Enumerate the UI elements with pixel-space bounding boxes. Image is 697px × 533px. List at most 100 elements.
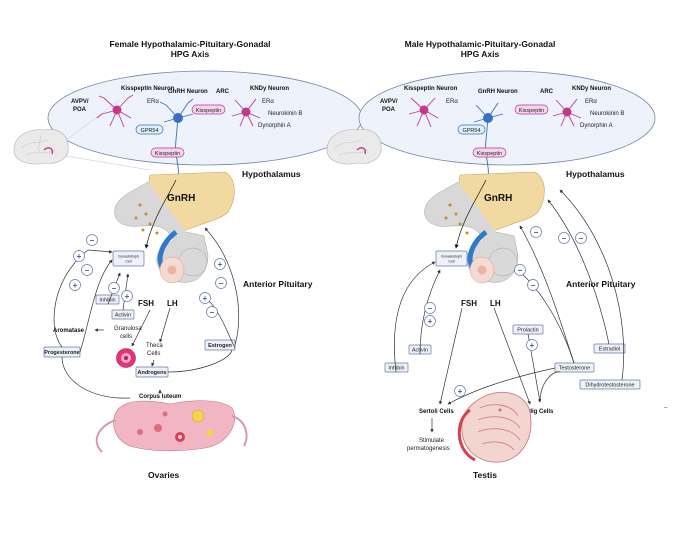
gnrh-neuron-icon: [159, 98, 194, 181]
female-theca-label-2: Cells: [147, 351, 160, 357]
male-prolactin-label: Prolactin: [517, 328, 538, 334]
granulosa-cell-icon: [116, 348, 136, 368]
male-testis-label: Testis: [473, 470, 497, 480]
female-corpus-luteum-label: Corpus luteum: [139, 394, 181, 400]
female-aromatase-label: Aromatase: [53, 328, 85, 334]
female-theca-label-1: Theca: [146, 343, 163, 349]
male-kndy-neuron-label: KNDy Neuron: [572, 86, 611, 92]
male-kisspeptin-pill: [514, 104, 549, 115]
male-neurokinin-label: Neurokinin B: [590, 111, 624, 117]
svg-text:+: +: [77, 252, 82, 261]
male-estradiol-label: Estradiol: [599, 347, 620, 353]
female-fsh-label: FSH: [138, 299, 154, 308]
female-gnrh-neuron-label: GnRH Neuron: [168, 89, 208, 95]
gnrh-neuron-icon: [473, 102, 504, 181]
male-title-line2: HPG Axis: [461, 49, 500, 59]
female-kndy-eralpha-label: ERα: [262, 99, 274, 105]
edge-dash-mark: –: [664, 405, 668, 411]
female-title-line1: Female Hypothalamic-Pituitary-Gonadal: [109, 39, 270, 49]
female-neurokinin-label: Neurokinin B: [268, 111, 302, 117]
male-gonadotroph-label-2: Cell: [448, 260, 454, 264]
male-gonadotroph-label-1: Gonadotroph: [441, 255, 462, 259]
male-gpr54-label: GPR54: [462, 128, 480, 134]
male-hypothalamus-pituitary: [424, 171, 545, 284]
male-stimulate-label-1: Stimulate: [419, 438, 445, 444]
svg-text:−: −: [534, 228, 539, 237]
svg-text:−: −: [531, 281, 536, 290]
female-gonadotroph-label-1: Gonadotroph: [118, 255, 139, 259]
male-avpv-label-2: POA: [382, 107, 396, 113]
female-title-line2: HPG Axis: [171, 49, 210, 59]
male-hypothalamus-label: Hypothalamus: [566, 169, 625, 179]
svg-text:+: +: [458, 387, 463, 396]
male-testosterone-label: Testosterone: [559, 366, 591, 372]
female-progesterone-label: Progesterone: [44, 350, 79, 356]
female-androgens-label: Androgens: [137, 370, 166, 376]
svg-text:+: +: [73, 281, 78, 290]
svg-text:−: −: [579, 234, 584, 243]
female-estrogen-label: Estrogen: [208, 343, 232, 349]
male-testosterone-box: [554, 362, 595, 373]
female-avpv-label-2: POA: [73, 107, 87, 113]
male-kisspeptin-release-label: Kisspeptin: [477, 151, 502, 157]
male-anterior-pituitary-label: Anterior Pituitary: [566, 279, 636, 289]
kndy-neuron-icon: [552, 98, 582, 127]
male-kndy-eralpha-label: ERα: [585, 99, 597, 105]
female-avpv-label-1: AVPV/: [71, 99, 89, 105]
male-estradiol-box: [593, 343, 626, 354]
ovary-icon: [95, 400, 248, 453]
female-inhibin-box: [95, 294, 120, 305]
female-eralpha-label: ERα: [147, 99, 159, 105]
female-kisspeptin-release-label: Kisspeptin: [155, 151, 180, 157]
svg-text:+: +: [428, 317, 433, 326]
female-panel: Female Hypothalamic-Pituitary-Gonadal HP…: [13, 39, 363, 480]
male-gonadotroph-box: [435, 250, 468, 267]
female-gonadotroph-label-2: Cell: [125, 260, 131, 264]
female-hypothalamus-pituitary: [114, 171, 235, 284]
male-lh-label: LH: [490, 299, 501, 308]
brain-icon: [13, 129, 69, 165]
male-inhibin-label: Inhibin: [388, 366, 404, 372]
brain-icon: [326, 129, 382, 165]
svg-text:+: +: [218, 260, 223, 269]
male-kisspeptin-neuron-label: Kisspeptin Neuron: [404, 86, 458, 92]
female-hypothalamus-label: Hypothalamus: [242, 169, 301, 179]
svg-text:−: −: [518, 266, 523, 275]
male-title-line1: Male Hypothalamic-Pituitary-Gonadal: [405, 39, 556, 49]
svg-text:−: −: [428, 304, 433, 313]
svg-text:−: −: [562, 234, 567, 243]
male-stimulate-label-2: permatogenesis: [407, 446, 450, 452]
male-arc-label: ARC: [540, 89, 554, 95]
female-granulosa-label-1: Granulosa: [114, 326, 142, 332]
kndy-neuron-icon: [231, 98, 261, 127]
female-dynorphin-label: Dynorphin A: [258, 123, 291, 129]
svg-text:−: −: [90, 236, 95, 245]
female-gonadotroph-box: [112, 250, 145, 267]
male-panel: Male Hypothalamic-Pituitary-Gonadal HPG …: [326, 39, 656, 480]
kisspeptin-neuron-icon: [408, 97, 439, 128]
male-kisspeptin-pill-label: Kisspeptin: [519, 108, 544, 114]
male-gpr54-pill: [457, 124, 486, 135]
female-feedback-signs: − + − + − + + − + −: [69, 234, 227, 318]
female-lh-label: LH: [167, 299, 178, 308]
female-gnrh-label: GnRH: [167, 193, 195, 204]
testis-icon: [457, 391, 532, 463]
female-activin-label: Activin: [115, 313, 131, 319]
female-kisspeptin-neuron-label: Kisspeptin Neuron: [121, 86, 175, 92]
svg-text:−: −: [112, 284, 117, 293]
male-eralpha-label: ERα: [446, 99, 458, 105]
male-gnrh-label: GnRH: [484, 193, 512, 204]
male-gnrh-neuron-label: GnRH Neuron: [478, 89, 518, 95]
kisspeptin-neuron-icon: [96, 94, 134, 128]
svg-text:−: −: [85, 266, 90, 275]
female-kisspeptin-release-pill: [150, 147, 185, 158]
female-kndy-neuron-label: KNDy Neuron: [250, 86, 289, 92]
svg-text:+: +: [125, 292, 130, 301]
svg-text:+: +: [203, 294, 208, 303]
female-granulosa-label-2: cells: [120, 334, 132, 340]
female-brain-ellipse: [47, 70, 363, 166]
male-inhibin-box: [384, 362, 409, 373]
female-kisspeptin-pill: [191, 104, 226, 115]
